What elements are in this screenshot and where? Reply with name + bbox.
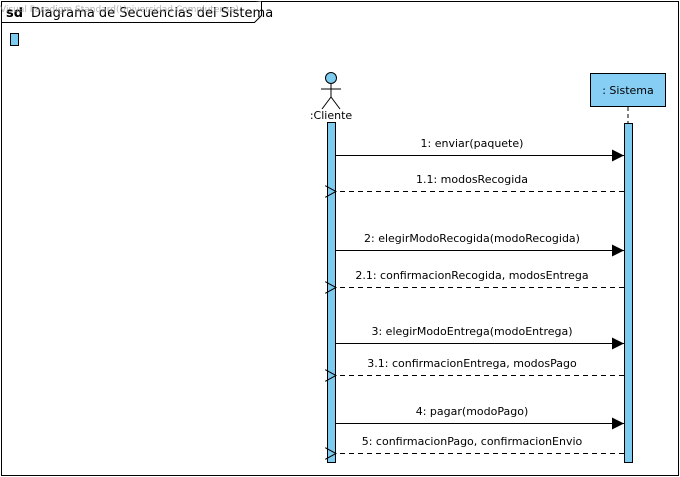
message-label: 2: elegirModoRecogida(modoRecogida) <box>364 232 580 245</box>
message-label: 4: pagar(modoPago) <box>416 405 529 418</box>
actor-right-leg <box>330 96 341 110</box>
frame-title: Diagrama de Secuencias del Sistema <box>31 6 273 21</box>
message-label: 3.1: confirmacionEntrega, modosPago <box>367 357 577 370</box>
actor-cliente-label: :Cliente <box>310 109 353 122</box>
messages-group: 1: enviar(paquete) 1.1: modosRecogida 2: e… <box>336 137 624 454</box>
sistema-box <box>590 73 666 107</box>
message-label: 2.1: confirmacionRecogida, modosEntrega <box>355 269 588 282</box>
message-2[interactable]: 1.1: modosRecogida <box>336 173 624 192</box>
frame-title-tab <box>1 1 262 23</box>
actor-head <box>325 72 337 84</box>
message-3[interactable]: 2: elegirModoRecogida(modoRecogida) <box>336 232 624 257</box>
activation-bar-sistema <box>624 123 633 463</box>
message-label: 3: elegirModoEntrega(modoEntrega) <box>371 325 572 338</box>
message-6[interactable]: 3.1: confirmacionEntrega, modosPago <box>336 357 624 376</box>
activation-bar-cliente <box>327 122 336 463</box>
message-label: 1: enviar(paquete) <box>421 137 524 150</box>
message-8[interactable]: 5: confirmacionPago, confirmacionEnvio <box>336 435 624 454</box>
message-1[interactable]: 1: enviar(paquete) <box>336 137 624 162</box>
sistema-label: : Sistema <box>602 84 654 97</box>
frame-legend-box <box>10 33 19 46</box>
message-4[interactable]: 2.1: confirmacionRecogida, modosEntrega <box>336 269 624 288</box>
watermark-text: Visual Paradigm Standard(Universidad Com… <box>0 5 239 15</box>
actor-left-leg <box>321 96 332 110</box>
frame-keyword: sd <box>6 6 23 21</box>
actor-cliente[interactable]: :Cliente <box>310 72 353 123</box>
message-label: 5: confirmacionPago, confirmacionEnvio <box>362 435 583 448</box>
lifeline-sistema-head[interactable]: : Sistema <box>590 73 666 107</box>
message-label: 1.1: modosRecogida <box>416 173 528 186</box>
message-5[interactable]: 3: elegirModoEntrega(modoEntrega) <box>336 325 624 350</box>
message-7[interactable]: 4: pagar(modoPago) <box>336 405 624 430</box>
